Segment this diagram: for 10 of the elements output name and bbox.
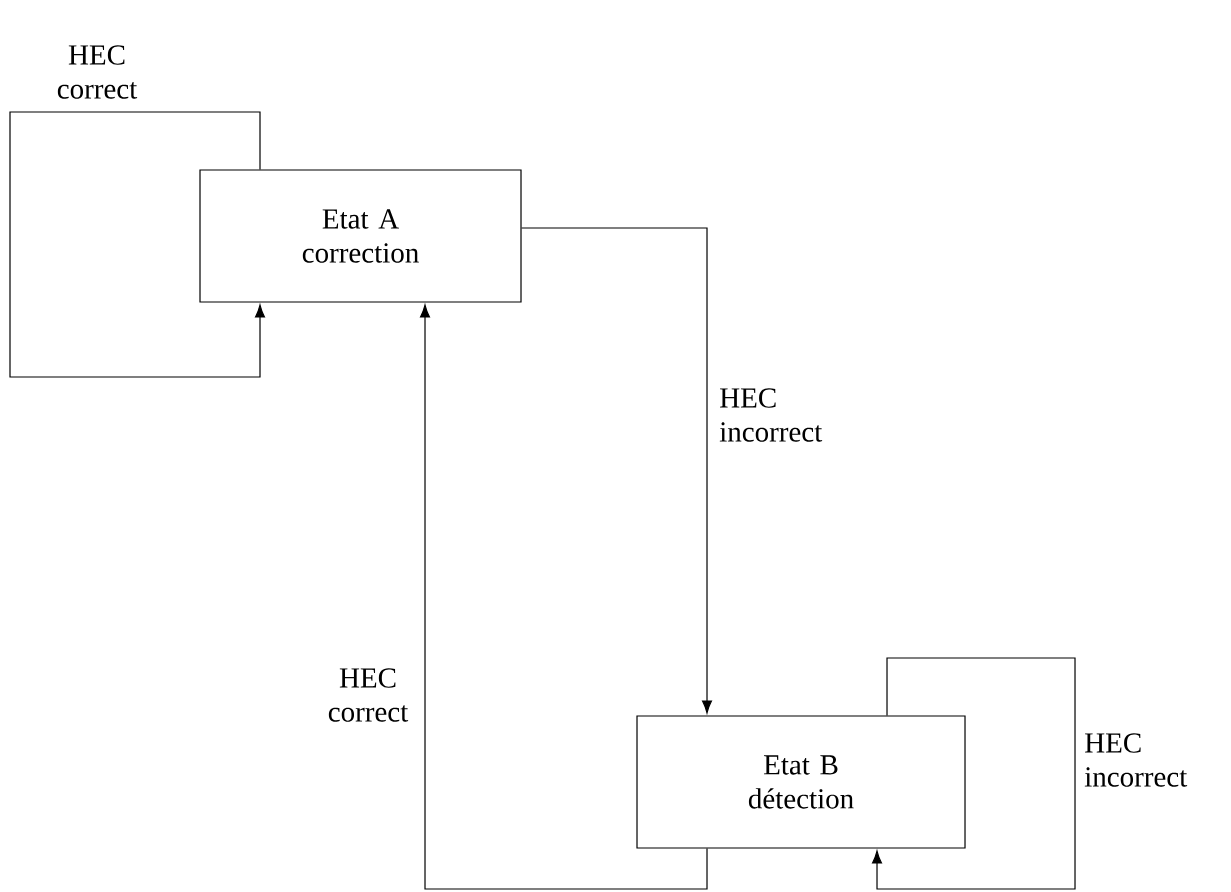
state-box: Etat A correction	[199, 169, 522, 303]
arrow	[9, 111, 266, 378]
arrow	[871, 657, 1076, 890]
edge-label: HEC incorrect	[719, 388, 823, 442]
edge-label: HEC correct	[57, 45, 138, 99]
state-box: Etat B détection	[636, 715, 966, 849]
arrow	[521, 227, 713, 714]
arrow	[419, 304, 708, 890]
edge-label: HEC correct	[328, 668, 409, 722]
edge-label: HEC incorrect	[1084, 733, 1188, 787]
